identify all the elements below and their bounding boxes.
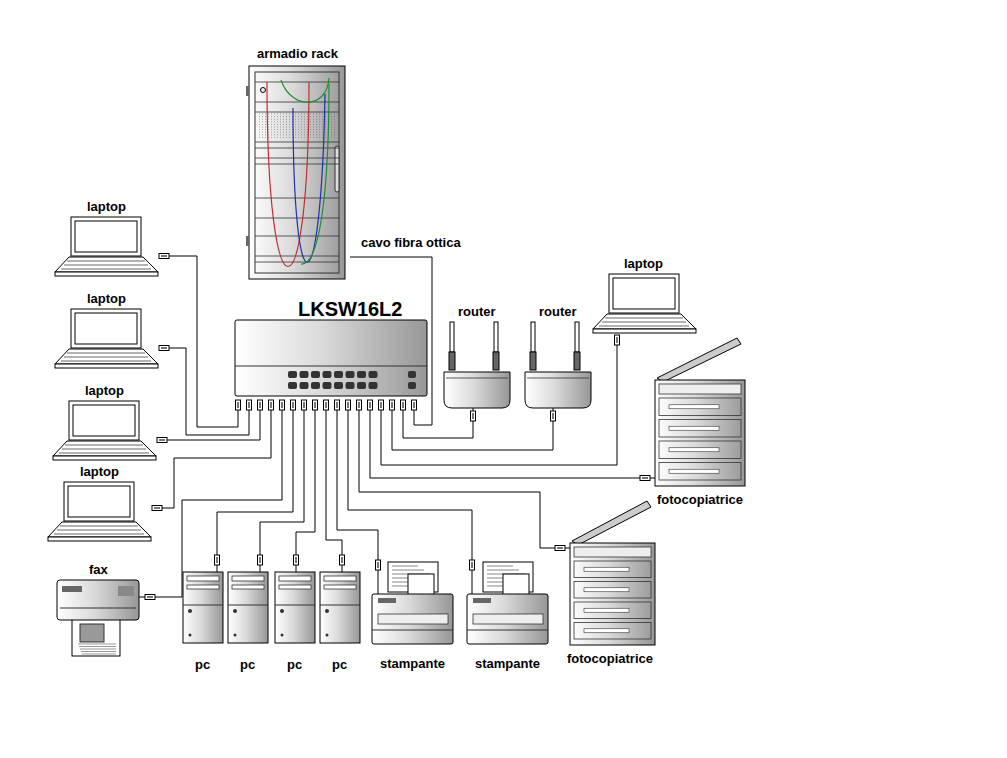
network-cable — [162, 415, 282, 597]
network-cable — [326, 415, 342, 555]
device-label: fotocopiatrice — [567, 651, 653, 667]
device-icon — [640, 338, 750, 488]
network-cable — [348, 415, 472, 560]
device-icon — [53, 400, 171, 463]
device-node: fotocopiatrice — [640, 338, 750, 508]
device-node: fax — [52, 562, 162, 658]
device-icon — [555, 495, 660, 649]
device-label: laptop — [85, 383, 124, 399]
device-icon — [55, 216, 173, 279]
device-label: laptop — [624, 256, 663, 272]
device-icon — [225, 555, 271, 647]
device-label: laptop — [87, 199, 126, 215]
device-node: stampante — [368, 560, 458, 672]
device-label: pc — [195, 657, 210, 673]
network-cable — [370, 415, 640, 478]
network-cable — [217, 415, 293, 555]
network-cable — [173, 256, 238, 427]
device-node: router — [521, 304, 597, 422]
device-label: stampante — [475, 656, 540, 672]
device-node: laptop — [593, 256, 696, 349]
device-label: pc — [240, 657, 255, 673]
device-icon — [55, 308, 173, 371]
network-cable — [337, 415, 378, 560]
device-icon — [440, 322, 516, 422]
network-cable — [171, 415, 260, 440]
device-icon — [180, 555, 226, 647]
device-icon — [368, 560, 458, 648]
device-icon — [593, 273, 711, 349]
device-icon — [521, 322, 597, 422]
network-cable — [260, 415, 304, 555]
device-node: laptop — [55, 199, 173, 279]
device-label: laptop — [87, 291, 126, 307]
device-node: LKSW16L2 — [230, 298, 430, 415]
device-label: fax — [89, 562, 108, 578]
device-label: router — [458, 304, 496, 320]
network-cable — [296, 415, 315, 555]
device-node: stampante — [463, 560, 553, 672]
network-cable — [403, 415, 473, 438]
device-icon — [463, 560, 553, 648]
device-icon — [272, 555, 318, 647]
device-node: laptop — [55, 291, 173, 371]
device-node: pc — [225, 555, 271, 673]
device-icon — [245, 66, 350, 282]
device-node: laptop — [48, 464, 166, 544]
device-label: fotocopiatrice — [657, 492, 743, 508]
network-cable — [166, 415, 271, 508]
device-label: stampante — [380, 656, 445, 672]
device-node: pc — [317, 555, 363, 673]
device-label: LKSW16L2 — [298, 298, 402, 320]
device-icon — [317, 555, 363, 647]
device-node: pc — [180, 555, 226, 673]
cable-label: cavo fibra ottica — [359, 235, 463, 251]
device-label: armadio rack — [257, 46, 338, 62]
network-cable — [359, 415, 555, 548]
device-node: laptop — [53, 383, 171, 463]
device-icon — [48, 481, 166, 544]
device-label: router — [539, 304, 577, 320]
device-icon — [230, 320, 430, 415]
device-icon — [52, 580, 162, 658]
device-label: pc — [287, 657, 302, 673]
device-node: router — [440, 304, 516, 422]
device-label: pc — [332, 657, 347, 673]
device-label: laptop — [80, 464, 119, 480]
device-node: armadio rack — [245, 46, 350, 282]
device-node: fotocopiatrice — [555, 495, 660, 667]
device-node: pc — [272, 555, 318, 673]
